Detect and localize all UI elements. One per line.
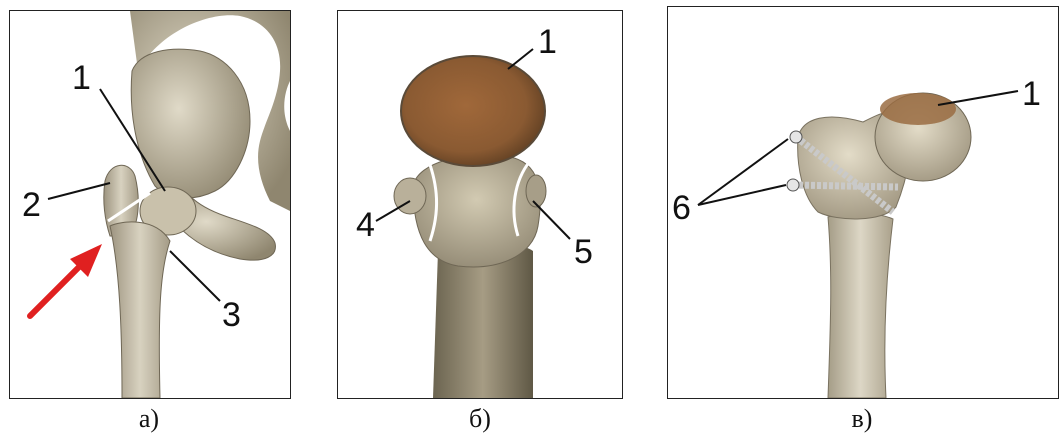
- femoral-head: [401, 56, 545, 166]
- femur-shaft: [110, 222, 170, 398]
- femoral-head-cap: [880, 93, 956, 125]
- label-1: 1: [538, 23, 557, 61]
- panel-b-image: 1 4 5: [338, 11, 622, 398]
- label-4: 4: [356, 206, 375, 244]
- label-6: 6: [672, 189, 691, 227]
- leader-1: [938, 91, 1018, 105]
- caption-b: б): [440, 404, 520, 434]
- caption-c: в): [822, 404, 902, 434]
- label-3: 3: [222, 296, 241, 334]
- leader-1: [508, 49, 533, 69]
- panel-a: 1 2 3: [9, 10, 291, 399]
- caption-a: а): [109, 404, 189, 434]
- panel-a-image: 1 2 3: [10, 11, 290, 398]
- leader-2: [48, 183, 110, 199]
- label-1: 1: [1022, 75, 1041, 113]
- femur-shaft: [828, 213, 893, 398]
- panel-c-image: 1 6: [668, 7, 1058, 398]
- leader-3: [170, 251, 220, 301]
- label-1: 1: [72, 59, 91, 97]
- greater-trochanter: [526, 175, 546, 207]
- label-5: 5: [574, 233, 593, 271]
- screw-head-2: [787, 179, 799, 191]
- label-2: 2: [22, 186, 41, 224]
- panel-c: 1 6: [667, 6, 1059, 399]
- panel-b: 1 4 5: [337, 10, 623, 399]
- screw-head-1: [790, 131, 802, 143]
- iliac-wing: [131, 49, 250, 198]
